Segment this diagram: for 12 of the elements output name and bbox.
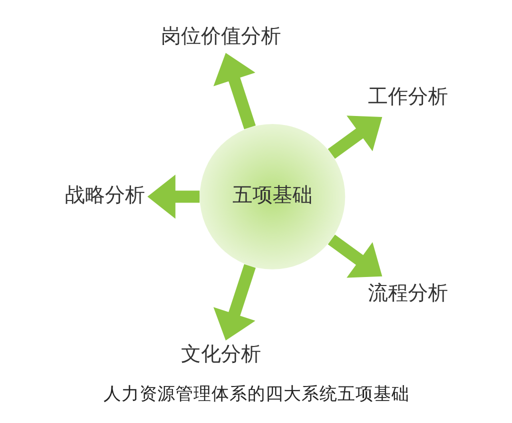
arrow bbox=[327, 116, 382, 159]
node-text: 文化分析 bbox=[180, 341, 260, 366]
arrow bbox=[212, 52, 256, 130]
node-text: 工作分析 bbox=[367, 84, 448, 108]
node-circle: 五项基础 bbox=[199, 124, 345, 270]
node-text: 流程分析 bbox=[367, 280, 448, 305]
arrow bbox=[146, 174, 200, 219]
arrow bbox=[212, 264, 256, 341]
arrow bbox=[327, 234, 382, 278]
node-text: 战略分析 bbox=[64, 182, 145, 206]
caption: 人力资源管理体系的四大系统五项基础 bbox=[102, 384, 409, 404]
node-text: 岗位价值分析 bbox=[160, 23, 280, 48]
